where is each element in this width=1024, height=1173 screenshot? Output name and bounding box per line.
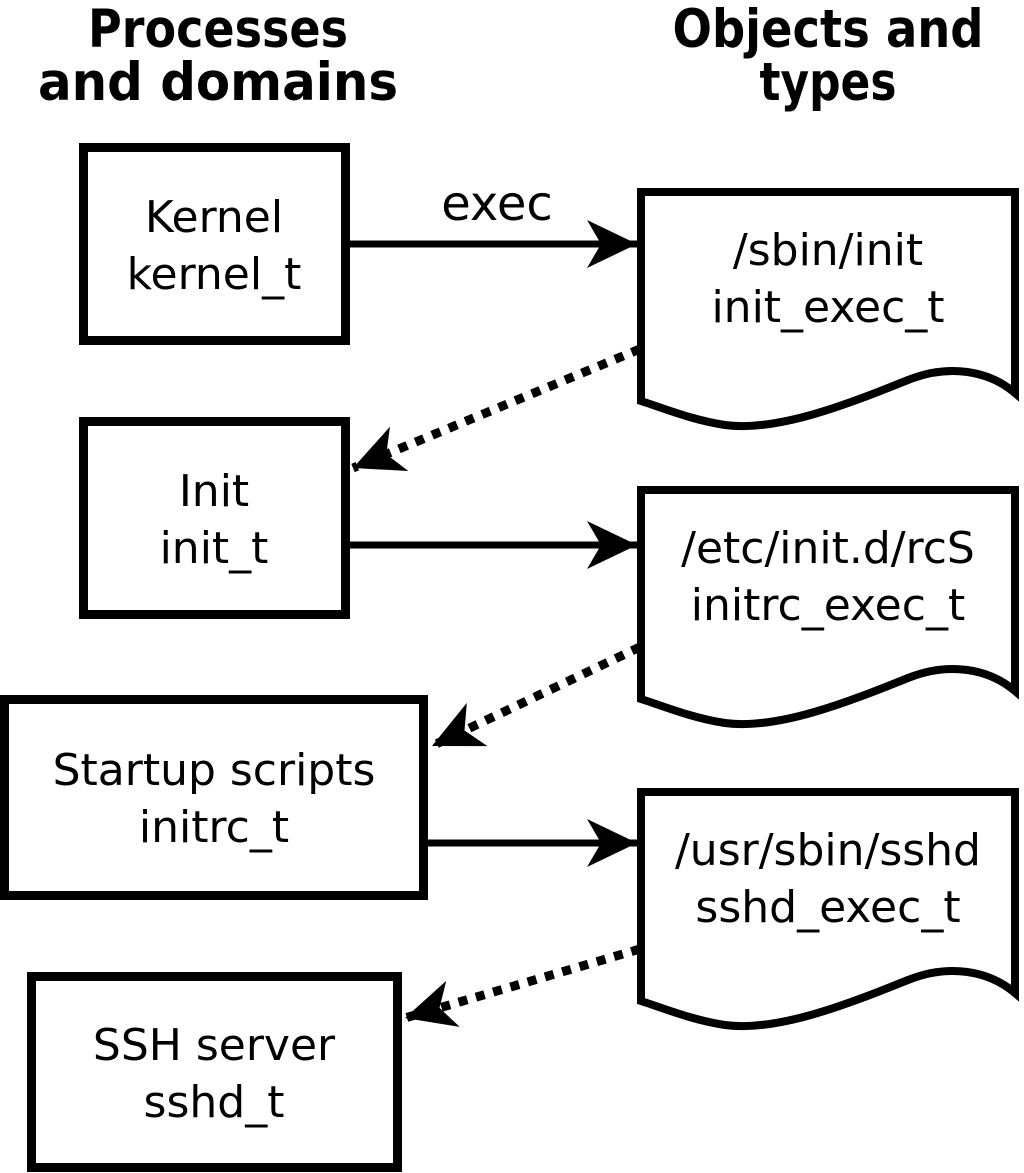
startup-scripts-box-rect xyxy=(0,695,428,900)
exec-arrow-label: exec xyxy=(441,176,553,232)
header-objects-line1: Objects and xyxy=(673,0,984,60)
rcS-type-label: initrc_exec_t xyxy=(691,580,965,631)
header-processes-line1: Processes xyxy=(88,0,348,60)
sbin-init-doc-shape xyxy=(637,188,1019,430)
process-box-startup-scripts: Startup scripts initrc_t xyxy=(0,695,428,900)
sshd-type-label: sshd_exec_t xyxy=(695,882,960,933)
transition-arrow-rcS-to-initrc xyxy=(430,642,642,751)
init-domain-label: init_t xyxy=(160,523,269,574)
ssh-server-name-label: SSH server xyxy=(93,1020,336,1071)
process-box-ssh-server: SSH server sshd_t xyxy=(27,972,402,1172)
object-doc-usr-sbin-sshd: /usr/sbin/sshd sshd_exec_t xyxy=(637,788,1019,1030)
rcS-doc-shape xyxy=(637,486,1019,728)
ssh-server-box-rect xyxy=(27,972,402,1172)
startup-scripts-domain-label: initrc_t xyxy=(139,802,289,853)
object-doc-etc-initd-rcS: /etc/init.d/rcS initrc_exec_t xyxy=(637,486,1019,728)
sshd-path-label: /usr/sbin/sshd xyxy=(675,825,981,876)
process-box-kernel: Kernel kernel_t xyxy=(79,143,350,345)
kernel-box-rect xyxy=(79,143,350,345)
header-objects-line2: types xyxy=(760,52,897,113)
rcS-path-label: /etc/init.d/rcS xyxy=(681,523,975,574)
object-doc-sbin-init: /sbin/init init_exec_t xyxy=(637,188,1019,430)
sshd-doc-shape xyxy=(637,788,1019,1030)
transition-arrow-sbin-init-to-init xyxy=(351,344,642,473)
kernel-name-label: Kernel xyxy=(145,192,283,243)
ssh-server-domain-label: sshd_t xyxy=(144,1077,285,1128)
sbin-init-path-label: /sbin/init xyxy=(733,225,923,276)
init-name-label: Init xyxy=(179,466,249,517)
header-processes-line2: and domains xyxy=(38,52,398,113)
transition-arrow-sshd-to-sshserver xyxy=(403,944,642,1027)
init-box-rect xyxy=(79,417,350,619)
startup-scripts-name-label: Startup scripts xyxy=(53,745,376,796)
kernel-domain-label: kernel_t xyxy=(127,249,302,300)
process-box-init: Init init_t xyxy=(79,417,350,619)
sbin-init-type-label: init_exec_t xyxy=(711,282,944,333)
